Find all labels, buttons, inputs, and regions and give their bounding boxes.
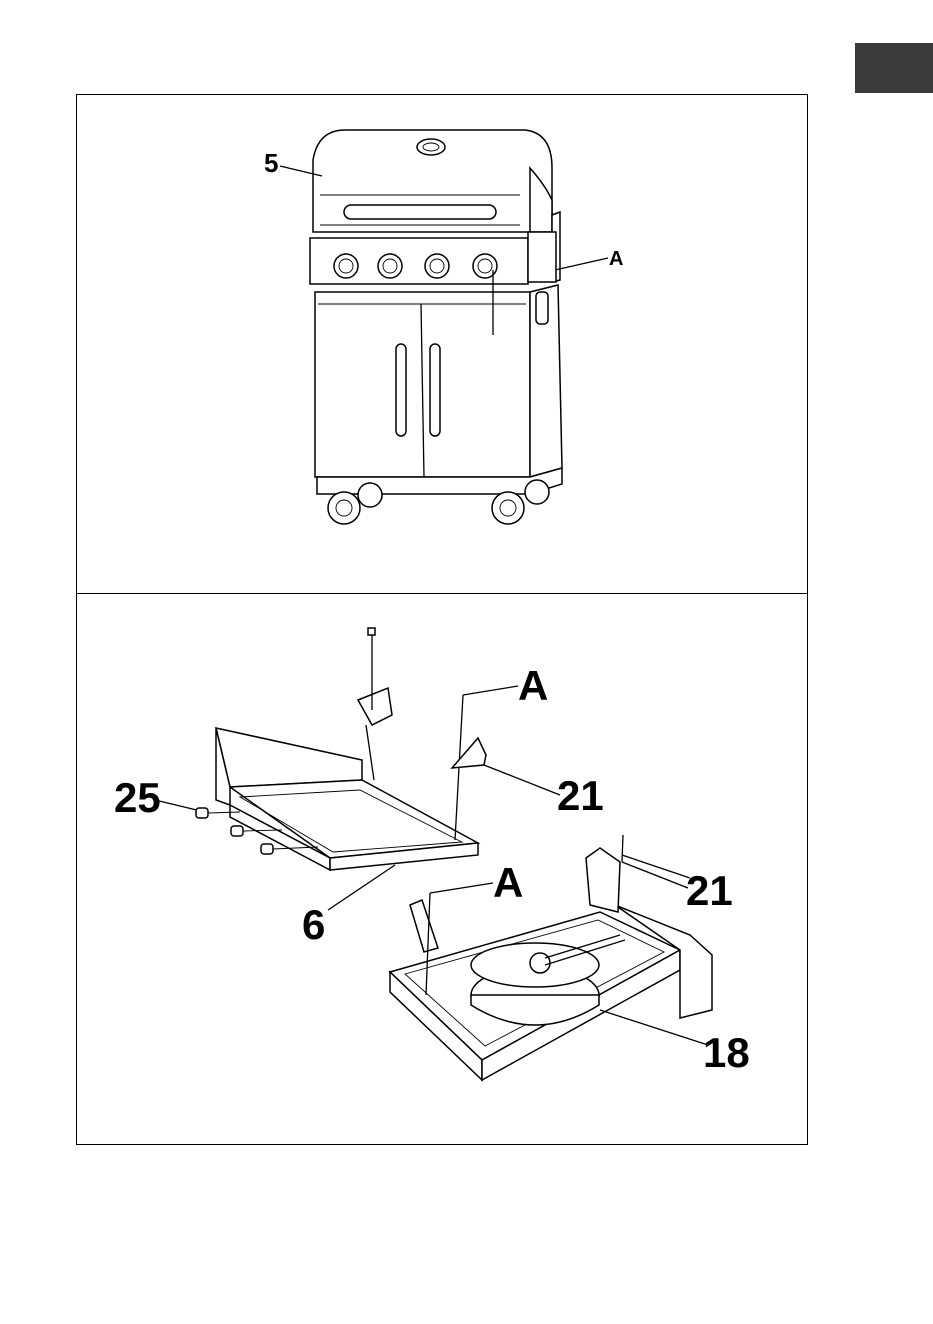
thermometer-icon	[417, 139, 445, 155]
callout-a-bottom: A	[493, 859, 523, 906]
bolt-icon	[261, 844, 273, 854]
callout-21-top: 21	[557, 772, 604, 819]
wheel-icon	[492, 492, 524, 524]
door-handle	[396, 344, 406, 436]
bolt-icon	[196, 808, 208, 818]
knob-icon	[378, 254, 402, 278]
callout-18: 18	[703, 1029, 750, 1076]
side-shelf-illustration	[155, 628, 712, 1080]
callout-a: A	[609, 248, 623, 270]
callout-21-right: 21	[686, 867, 733, 914]
lid-handle	[344, 205, 496, 219]
callout-6: 6	[302, 901, 325, 948]
callout-a-top: A	[518, 662, 548, 709]
callout-5: 5	[264, 148, 278, 178]
door-handle	[430, 344, 440, 436]
bolt-icon	[231, 826, 243, 836]
grill-illustration	[280, 130, 608, 524]
callout-25: 25	[114, 774, 161, 821]
wheel-icon	[328, 492, 360, 524]
knob-icon	[425, 254, 449, 278]
knob-icon	[334, 254, 358, 278]
